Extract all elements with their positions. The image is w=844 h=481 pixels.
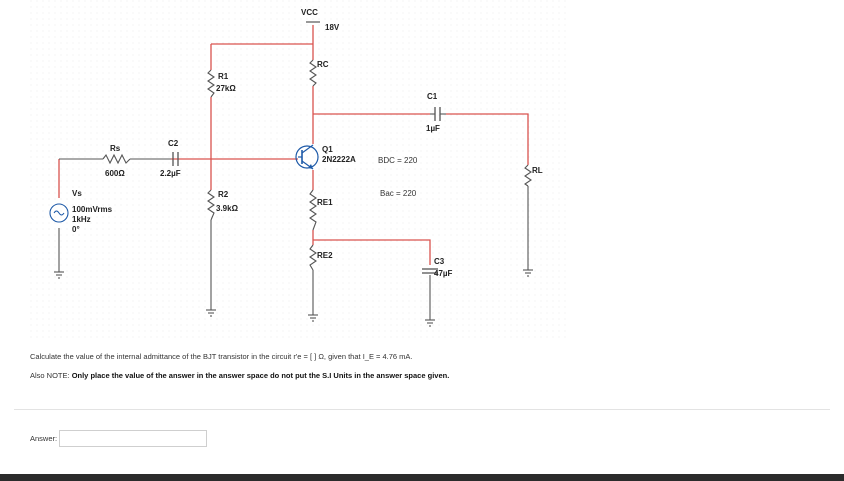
rc-label: RC [317, 60, 329, 69]
answer-note: Also NOTE: Only place the value of the a… [30, 371, 449, 380]
c2-capacitor: C2 2.2µF [160, 139, 181, 178]
re2-resistor: RE2 [309, 244, 333, 271]
rs-value: 600Ω [105, 169, 125, 178]
c3-label: C3 [434, 257, 445, 266]
r2-label: R2 [218, 190, 229, 199]
c3-capacitor: C3 47µF [422, 257, 453, 278]
ground-symbols [54, 269, 533, 327]
q1-label: Q1 [322, 145, 333, 154]
c1-value: 1µF [426, 124, 440, 133]
note-prefix: Also NOTE: [30, 371, 70, 380]
answer-input[interactable] [59, 430, 208, 447]
bac-parameter: Bac = 220 [380, 189, 417, 198]
grid-background [30, 0, 570, 340]
answer-label: Answer: [30, 434, 58, 443]
r1-resistor: R1 27kΩ [207, 69, 236, 98]
rs-label: Rs [110, 144, 121, 153]
bdc-parameter: BDC = 220 [378, 156, 418, 165]
r2-value: 3.9kΩ [216, 204, 239, 213]
answer-row: Answer: [30, 430, 208, 447]
vs-phase: 0° [72, 225, 80, 234]
re2-label: RE2 [317, 251, 333, 260]
re1-resistor: RE1 [309, 189, 333, 231]
c3-value: 47µF [434, 269, 453, 278]
q1-model: 2N2222A [322, 155, 356, 164]
rs-resistor: Rs 600Ω [102, 144, 131, 178]
question-text: Calculate the value of the internal admi… [30, 352, 413, 361]
circuit-schematic: VCC 18V RC R1 27kΩ R2 3.9kΩ RE1 RE2 Rs 6… [30, 0, 570, 340]
r1-label: R1 [218, 72, 229, 81]
note-bold: Only place the value of the answer in th… [71, 371, 450, 380]
vcc-label: VCC [301, 8, 318, 17]
rl-resistor: RL [524, 164, 543, 187]
rc-resistor: RC [309, 59, 329, 87]
vcc-value: 18V [325, 23, 340, 32]
r2-resistor: R2 3.9kΩ [207, 189, 239, 221]
section-divider [14, 409, 830, 410]
vs-source: Vs 100mVrms 1kHz 0° [49, 189, 113, 234]
bottom-bar [0, 474, 844, 481]
vs-label: Vs [72, 189, 82, 198]
r1-value: 27kΩ [216, 84, 236, 93]
c2-value: 2.2µF [160, 169, 181, 178]
wires-red [58, 25, 529, 265]
c1-label: C1 [427, 92, 438, 101]
re1-label: RE1 [317, 198, 333, 207]
q1-transistor: Q1 2N2222A BDC = 220 Bac = 220 [295, 144, 418, 198]
c2-label: C2 [168, 139, 179, 148]
rl-label: RL [532, 166, 543, 175]
vs-amplitude: 100mVrms [72, 205, 113, 214]
c1-capacitor: C1 1µF [426, 92, 446, 133]
vcc-terminal: VCC 18V [301, 8, 340, 32]
wires-dark [58, 158, 529, 320]
vs-frequency: 1kHz [72, 215, 91, 224]
